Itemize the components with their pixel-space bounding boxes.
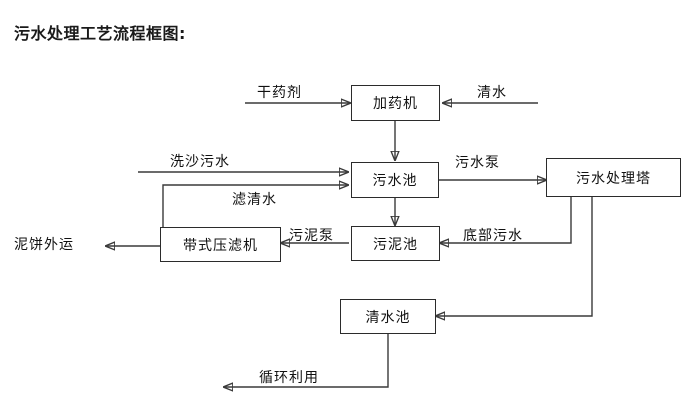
node-wastewater-pool-label: 污水池 — [372, 173, 418, 189]
edge-label-sludge-pump: 污泥泵 — [289, 228, 334, 244]
wire-tower-to-clean-water-pool — [436, 197, 593, 316]
terminal-label-recycling-reuse: 循环利用 — [259, 370, 319, 386]
node-dosing-machine[interactable]: 加药机 — [351, 85, 440, 121]
node-dosing-machine-label: 加药机 — [373, 96, 418, 112]
node-treatment-tower-label: 污水处理塔 — [576, 170, 651, 187]
node-sludge-pool-label: 污泥池 — [373, 236, 418, 253]
wire-bottom-wastewater-to-sludge-pool — [440, 197, 572, 243]
node-belt-filter-press[interactable]: 带式压滤机 — [160, 227, 281, 262]
node-sludge-pool[interactable]: 污泥池 — [351, 226, 440, 261]
edge-label-wastewater-pump: 污水泵 — [455, 155, 500, 171]
node-clean-water-pool[interactable]: 清水池 — [340, 299, 436, 334]
terminal-label-mud-cake-transport: 泥饼外运 — [14, 237, 74, 253]
edge-label-sand-washing-wastewater: 洗沙污水 — [170, 154, 230, 170]
page-title: 污水处理工艺流程框图: — [14, 24, 186, 43]
node-wastewater-pool[interactable]: 污水池 — [351, 162, 439, 198]
edge-label-filtered-water: 滤清水 — [232, 192, 277, 208]
edge-label-bottom-wastewater: 底部污水 — [463, 228, 523, 244]
wire-filtered-water-to-wastewater-pool — [162, 185, 348, 228]
edge-label-clean-water-input: 清水 — [477, 85, 507, 101]
wire-clean-water-pool-to-recycling — [224, 334, 389, 387]
node-treatment-tower[interactable]: 污水处理塔 — [546, 158, 681, 197]
edge-label-dry-chemical: 干药剂 — [257, 85, 302, 101]
node-clean-water-pool-label: 清水池 — [365, 309, 411, 326]
node-belt-filter-press-label: 带式压滤机 — [183, 237, 258, 254]
